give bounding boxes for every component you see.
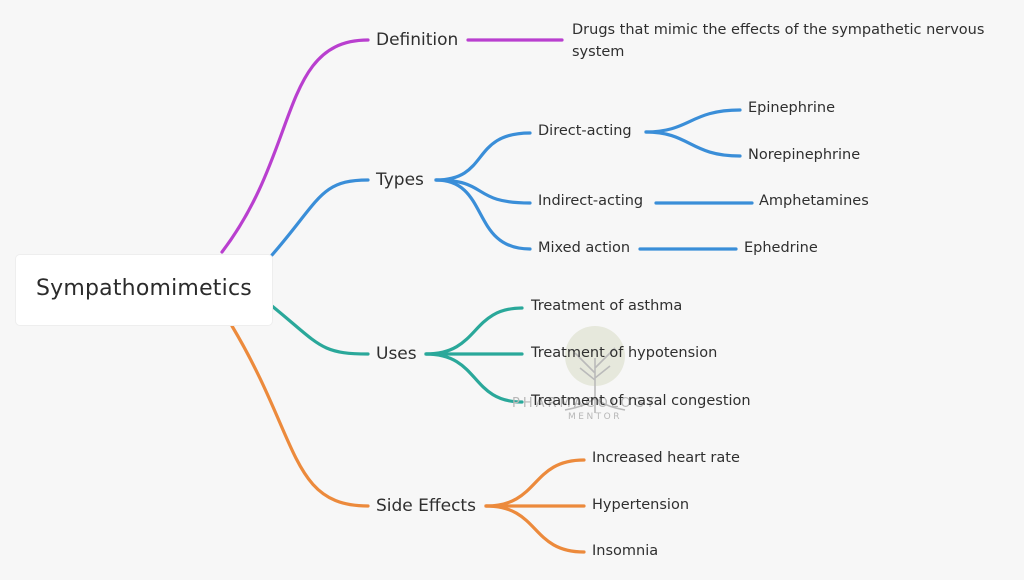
types-indirect-acting[interactable]: Indirect-acting <box>538 193 644 209</box>
link-uses-nasal <box>424 352 524 404</box>
link-se-heart-rate <box>484 458 586 508</box>
link-uses-asthma <box>424 306 524 356</box>
leaf-increased-heart-rate[interactable]: Increased heart rate <box>592 450 740 466</box>
link-se-insomnia <box>484 504 586 554</box>
link-root-definition <box>220 38 370 254</box>
leaf-ephedrine[interactable]: Ephedrine <box>744 240 818 256</box>
types-mixed-action[interactable]: Mixed action <box>538 240 631 256</box>
tree-icon <box>564 326 626 413</box>
branch-side-effects[interactable]: Side Effects <box>376 496 476 516</box>
leaf-amphetamines[interactable]: Amphetamines <box>759 193 869 209</box>
leaf-treatment-asthma[interactable]: Treatment of asthma <box>531 298 683 314</box>
definition-text: Drugs that mimic the effects of the symp… <box>572 22 985 60</box>
leaf-insomnia[interactable]: Insomnia <box>592 543 659 559</box>
branch-definition[interactable]: Definition <box>376 30 459 50</box>
link-types-direct <box>434 131 532 182</box>
root-node[interactable] <box>16 255 272 325</box>
root-label: Sympathomimetics <box>36 276 252 301</box>
leaf-hypertension[interactable]: Hypertension <box>592 497 690 513</box>
leaf-treatment-nasal-congestion[interactable]: Treatment of nasal congestion <box>531 393 751 409</box>
branch-uses[interactable]: Uses <box>376 344 417 364</box>
link-root-types <box>270 178 370 257</box>
link-root-side-effects <box>230 324 370 508</box>
link-types-mixed <box>434 178 532 251</box>
link-direct-norepinephrine <box>644 130 742 158</box>
branch-types[interactable]: Types <box>376 170 424 190</box>
watermark-line1: PHARMACOLOGY <box>512 396 658 411</box>
watermark-line2: MENTOR <box>568 412 623 422</box>
link-direct-epinephrine <box>644 108 742 134</box>
types-direct-acting[interactable]: Direct-acting <box>538 123 632 139</box>
link-root-uses <box>270 304 370 356</box>
leaf-norepinephrine[interactable]: Norepinephrine <box>748 147 861 163</box>
leaf-treatment-hypotension[interactable]: Treatment of hypotension <box>531 345 718 361</box>
leaf-epinephrine[interactable]: Epinephrine <box>748 100 835 116</box>
